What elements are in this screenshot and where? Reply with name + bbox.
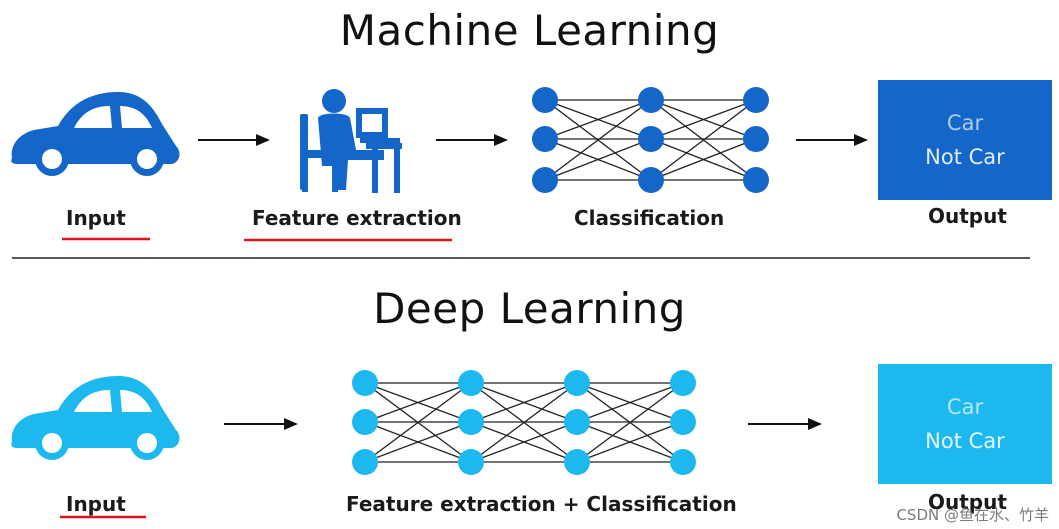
network-node	[458, 370, 484, 396]
network-edge	[470, 382, 578, 463]
network-edge	[650, 138, 757, 181]
network-node	[352, 370, 378, 396]
ml-classification-label: Classification	[574, 206, 725, 230]
network-node	[743, 87, 769, 113]
ml-input-label: Input	[66, 206, 126, 230]
network-node	[532, 87, 558, 113]
network-node	[458, 449, 484, 475]
output-car-text: Car	[946, 395, 984, 419]
dl-neural-network-icon	[352, 370, 696, 475]
network-node	[352, 449, 378, 475]
network-edge	[576, 382, 684, 423]
output-not-car-text: Not Car	[925, 429, 1005, 453]
network-edge	[544, 99, 652, 181]
network-node	[670, 409, 696, 435]
network-node	[564, 409, 590, 435]
output-not-car-text: Not Car	[925, 145, 1005, 169]
ml-title: Machine Learning	[339, 6, 720, 55]
output-car-text: Car	[946, 111, 984, 135]
ml-output-label: Output	[928, 204, 1007, 228]
ml-neural-network-icon	[532, 87, 769, 193]
ml-feature-label: Feature extraction	[252, 206, 462, 230]
watermark: CSDN @鱼在水、竹羊	[896, 506, 1049, 524]
network-node	[670, 449, 696, 475]
ml-output-box: Car Not Car	[878, 80, 1052, 200]
dl-output-label: Output	[928, 490, 1007, 514]
dl-title: Deep Learning	[373, 284, 686, 333]
ml-car-icon	[11, 92, 180, 176]
network-edge	[470, 421, 578, 463]
network-node	[564, 449, 590, 475]
network-node	[670, 370, 696, 396]
network-node	[564, 370, 590, 396]
person-at-computer-icon	[300, 89, 402, 193]
network-node	[532, 167, 558, 193]
network-node	[743, 167, 769, 193]
network-node	[352, 409, 378, 435]
network-edge	[576, 382, 684, 463]
network-edge	[576, 421, 684, 463]
network-node	[638, 87, 664, 113]
network-edge	[650, 99, 757, 181]
dl-input-label: Input	[66, 492, 126, 516]
network-edge	[364, 382, 472, 463]
dl-network-label: Feature extraction + Classification	[346, 492, 737, 516]
network-edge	[544, 99, 652, 140]
network-edge	[364, 382, 472, 423]
network-edge	[650, 99, 757, 140]
network-edge	[470, 382, 578, 423]
network-node	[743, 126, 769, 152]
network-edge	[544, 138, 652, 181]
network-node	[458, 409, 484, 435]
network-node	[638, 126, 664, 152]
dl-output-box: Car Not Car	[878, 364, 1052, 484]
dl-car-icon	[11, 376, 180, 460]
network-node	[638, 167, 664, 193]
network-node	[532, 126, 558, 152]
network-edge	[364, 421, 472, 463]
